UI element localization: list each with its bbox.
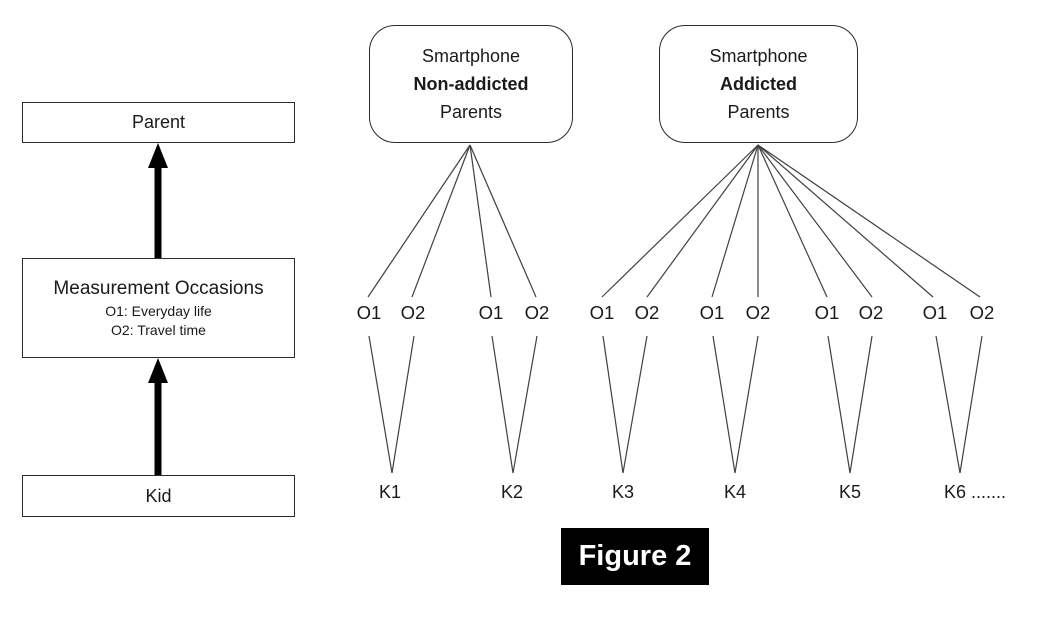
kid-label-k2: K2 bbox=[500, 482, 524, 502]
occasion-label-pair6-o2: O2 bbox=[969, 302, 995, 323]
fan-addicted bbox=[601, 144, 981, 298]
kid-box: Kid bbox=[22, 475, 295, 517]
parent-box: Parent bbox=[22, 102, 295, 143]
measurement-occasions-title: Measurement Occasions bbox=[53, 278, 264, 299]
non-addicted-line1: Smartphone bbox=[421, 46, 521, 66]
kid-label-k4: K4 bbox=[723, 482, 747, 502]
addicted-line1: Smartphone bbox=[709, 46, 808, 66]
v-lines-k5 bbox=[827, 335, 873, 474]
kid-box-label: Kid bbox=[145, 485, 172, 506]
v-lines-k6 bbox=[935, 335, 983, 474]
occasion2-definition: O2: Travel time bbox=[111, 322, 206, 338]
occasion-label-pair1-o2: O2 bbox=[400, 302, 426, 323]
v-lines-k4 bbox=[712, 335, 759, 474]
occasion-label-pair2-o2: O2 bbox=[524, 302, 550, 323]
figure-caption-box: Figure 2 bbox=[561, 528, 709, 585]
measurement-occasions-box: Measurement Occasions O1: Everyday life … bbox=[22, 258, 295, 358]
arrow-kid-to-occasions bbox=[148, 358, 168, 475]
occasion-label-pair1-o1: O1 bbox=[356, 302, 382, 323]
addicted-line2: Addicted bbox=[719, 74, 797, 94]
v-lines-k2 bbox=[491, 335, 538, 474]
kid-label-k3: K3 bbox=[611, 482, 635, 502]
occasion-label-pair3-o1: O1 bbox=[589, 302, 615, 323]
kid-label-k5: K5 bbox=[838, 482, 862, 502]
figure-caption-text: Figure 2 bbox=[578, 540, 692, 572]
addicted-parents-box: Smartphone Addicted Parents bbox=[659, 25, 858, 143]
occasion-label-pair5-o2: O2 bbox=[858, 302, 884, 323]
non-addicted-line3: Parents bbox=[439, 102, 503, 122]
occasion1-definition: O1: Everyday life bbox=[105, 303, 212, 319]
occasion-label-pair4-o1: O1 bbox=[699, 302, 725, 323]
kid-label-k6: K6 ....... bbox=[944, 482, 1007, 502]
addicted-line3: Parents bbox=[727, 102, 790, 122]
occasion-label-pair2-o1: O1 bbox=[478, 302, 504, 323]
kid-label-k1: K1 bbox=[378, 482, 402, 502]
non-addicted-parents-box: Smartphone Non-addicted Parents bbox=[369, 25, 573, 143]
occasion-label-pair3-o2: O2 bbox=[634, 302, 660, 323]
occasion-label-pair4-o2: O2 bbox=[745, 302, 771, 323]
fan-non-addicted bbox=[367, 144, 537, 298]
parent-box-label: Parent bbox=[131, 112, 186, 132]
occasion-label-pair5-o1: O1 bbox=[814, 302, 840, 323]
arrow-occasions-to-parent bbox=[148, 143, 168, 258]
v-lines-k1 bbox=[368, 335, 415, 474]
non-addicted-line2: Non-addicted bbox=[413, 74, 529, 94]
v-lines-k3 bbox=[602, 335, 648, 474]
occasion-label-pair6-o1: O1 bbox=[922, 302, 948, 323]
